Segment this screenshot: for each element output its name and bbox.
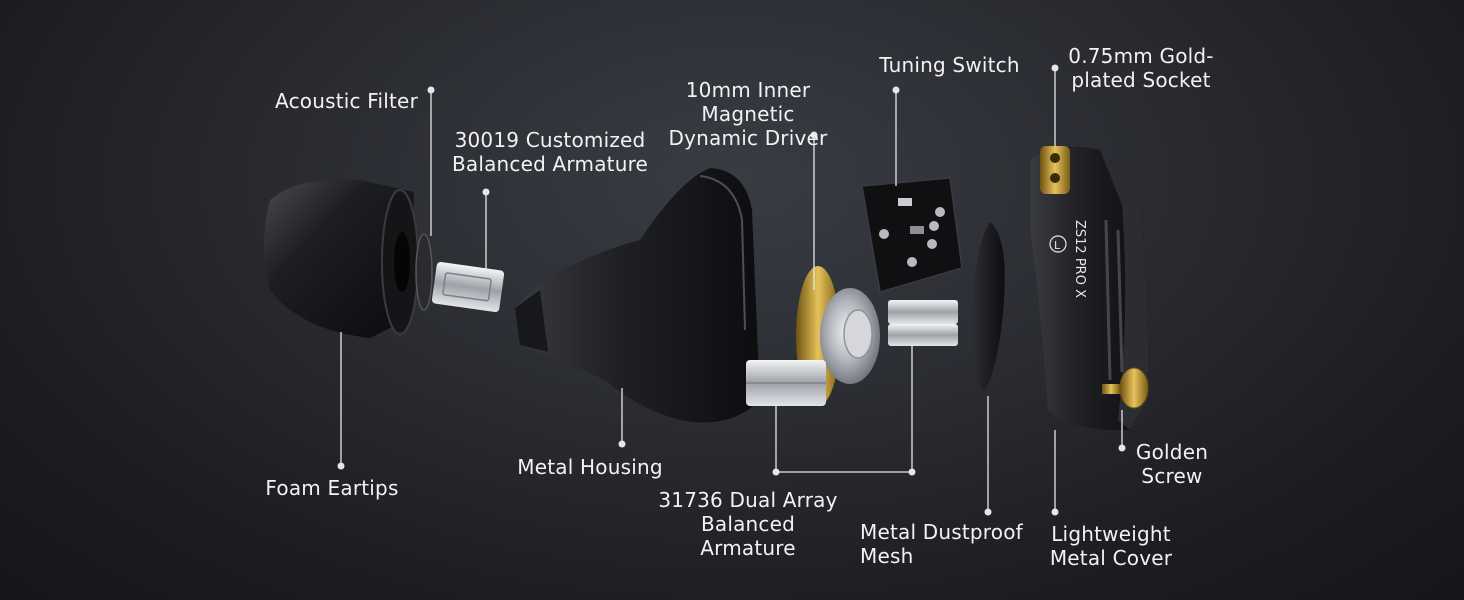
gold-socket-part (1040, 146, 1070, 194)
metal-housing-part (515, 168, 760, 423)
label-dustproof-mesh: Metal Dustproof Mesh (860, 520, 1023, 568)
dual-array-ba-lower-part (746, 360, 826, 406)
label-metal-housing: Metal Housing (517, 455, 663, 479)
label-socket: 0.75mm Gold- plated Socket (1068, 44, 1214, 92)
cover-model-text: ZS12 PRO X (1072, 220, 1087, 298)
metal-cover-part: ZS12 PRO X L (1030, 146, 1149, 431)
label-customized-ba: 30019 Customized Balanced Armature (451, 128, 649, 176)
label-tuning-switch: Tuning Switch (879, 53, 1020, 77)
label-foam-eartips: Foam Eartips (265, 476, 399, 500)
label-dual-array-ba: 31736 Dual Array Balanced Armature (658, 488, 838, 560)
acoustic-filter-part (415, 233, 433, 311)
leader-dual-array-ba (775, 346, 913, 473)
customized-ba-part (431, 261, 505, 313)
leader-lines (337, 64, 1126, 516)
dustproof-mesh-part (971, 222, 1005, 392)
label-dynamic-driver: 10mm Inner Magnetic Dynamic Driver (668, 78, 828, 150)
tuning-switch-part (861, 177, 963, 293)
label-golden-screw: Golden Screw (1135, 440, 1209, 488)
dual-array-ba-upper-part (888, 300, 958, 346)
label-metal-cover: Lightweight Metal Cover (1049, 522, 1173, 570)
golden-screw-part (1102, 367, 1149, 409)
cover-side-text: L (1054, 239, 1061, 252)
label-acoustic-filter: Acoustic Filter (275, 89, 418, 113)
foam-eartip-part (264, 179, 419, 338)
